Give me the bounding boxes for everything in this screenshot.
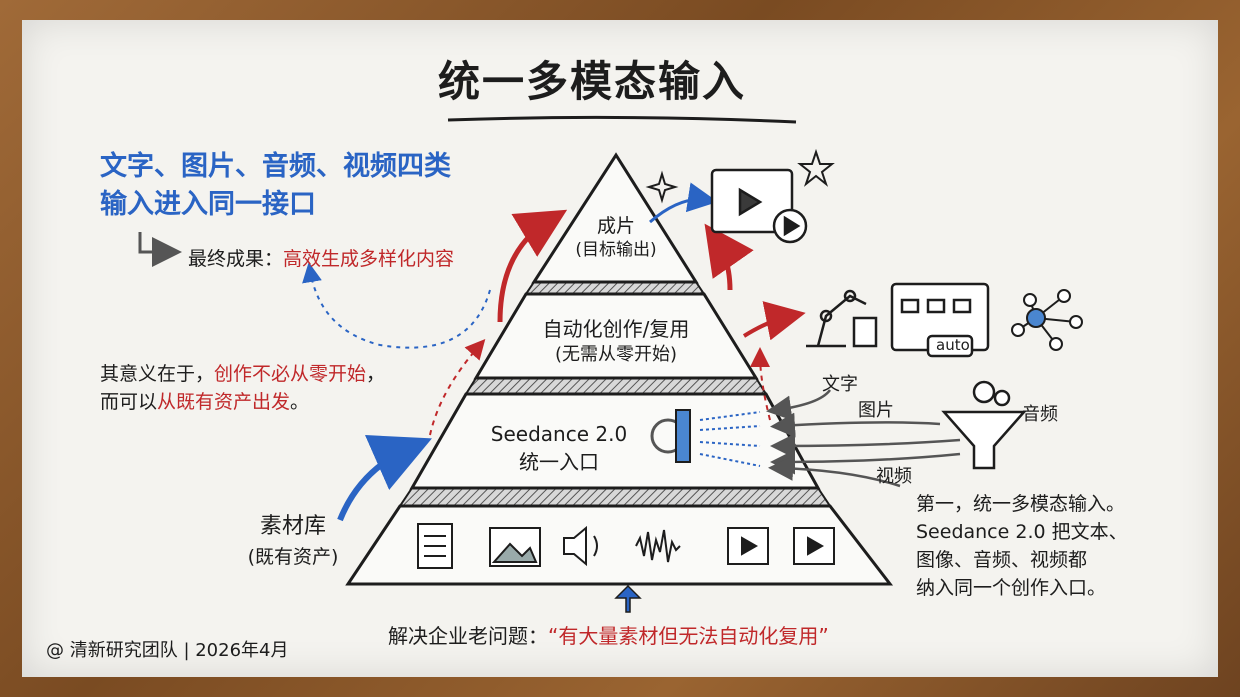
- input-label-video: 视频: [876, 466, 912, 487]
- intro-line-1: 文字、图片、音频、视频四类: [100, 151, 451, 182]
- note-line-4: 纳入同一个创作入口。: [916, 577, 1107, 599]
- tier-3-label: Seedance 2.0 统一入口: [484, 420, 634, 476]
- band-3: [398, 487, 832, 507]
- blue-dotted-arrow: [302, 262, 491, 349]
- meaning-line2-suffix: 。: [290, 391, 310, 413]
- note-line-1: 第一，统一多模态输入。: [916, 493, 1126, 515]
- video-player-icon: [710, 168, 808, 244]
- tier-4-label: 素材库 (既有资产): [228, 512, 358, 572]
- up-arrow-icon: [614, 584, 642, 613]
- meaning-line1-prefix: 其意义在于，: [100, 363, 215, 385]
- input-label-audio: 音频: [1022, 404, 1058, 425]
- red-arrow-right-top: [704, 223, 754, 291]
- intro-line-2: 输入进入同一接口: [100, 189, 316, 220]
- red-arrow-right-mid: [742, 301, 806, 341]
- band-2: [464, 377, 768, 395]
- image-icon: [489, 527, 541, 567]
- speaker-icon: [563, 525, 598, 567]
- note-text: 第一，统一多模态输入。 Seedance 2.0 把文本、 图像、音频、视频都 …: [916, 490, 1128, 602]
- sparkle-icon: [645, 170, 679, 204]
- problem-line: 解决企业老问题：“有大量素材但无法自动化复用”: [388, 620, 829, 649]
- red-arrow-top-left: [497, 209, 568, 323]
- input-label-image: 图片: [858, 400, 894, 421]
- tier-2-title: 自动化创作/复用: [542, 317, 690, 341]
- footer-credit: @ 清新研究团队 | 2026年4月: [46, 640, 289, 661]
- asset-icons: [417, 523, 835, 569]
- tier-4-title: 素材库: [259, 514, 326, 539]
- pyramid: [345, 152, 894, 586]
- blue-up-arrow: [337, 435, 432, 522]
- tier-1-label: 成片 (目标输出): [556, 214, 676, 262]
- robot-arm-icon: [806, 289, 878, 348]
- video-file-icon-1: [727, 527, 769, 565]
- result-value: 高效生成多样化内容: [283, 248, 455, 270]
- intro-heading: 文字、图片、音频、视频四类 输入进入同一接口: [100, 148, 451, 224]
- red-dashed-arrow-left: [429, 339, 486, 436]
- input-label-text: 文字: [822, 374, 858, 395]
- problem-quote: “有大量素材但无法自动化复用”: [548, 624, 829, 648]
- tier-4-sub: (既有资产): [247, 546, 339, 568]
- document-icon: [417, 523, 453, 569]
- input-streams: [766, 389, 961, 488]
- meaning-line1-red: 创作不必从零开始: [214, 363, 367, 385]
- tier-2-shape: [473, 292, 759, 380]
- title-underline: [447, 115, 797, 124]
- note-line-2: Seedance 2.0 把文本、: [916, 521, 1128, 543]
- tier-1-sub: (目标输出): [575, 240, 657, 260]
- star-icon: [797, 148, 835, 187]
- result-label: 最终成果：: [188, 248, 284, 270]
- waveform-icon: [635, 529, 681, 563]
- tier-3-sub: 统一入口: [519, 450, 599, 474]
- result-hook-arrow: [138, 232, 182, 267]
- result-line: 最终成果：高效生成多样化内容: [188, 244, 454, 271]
- tier-2-sub: (无需从零开始): [554, 344, 678, 365]
- page-title: 统一多模态输入: [438, 57, 747, 106]
- meaning-line2-red: 从既有资产出发: [157, 391, 291, 413]
- connector-gear-icon: [650, 409, 761, 467]
- meaning-text: 其意义在于，创作不必从零开始， 而可以从既有资产出发。: [100, 360, 385, 416]
- funnel-icon: [941, 380, 1027, 470]
- meaning-line1-suffix: ，: [366, 363, 386, 385]
- problem-prefix: 解决企业老问题：: [388, 624, 548, 648]
- red-dashed-arrow-right: [750, 347, 771, 421]
- workflow-window-icon: [890, 282, 990, 358]
- network-icon: [1011, 289, 1083, 351]
- tier-2-label: 自动化创作/复用 (无需从零开始): [520, 316, 712, 368]
- tier-1-title: 成片: [596, 215, 635, 237]
- note-line-3: 图像、音频、视频都: [916, 549, 1088, 571]
- auto-badge: auto: [936, 336, 970, 354]
- band-1: [524, 281, 706, 295]
- tier-3-title: Seedance 2.0: [490, 422, 628, 446]
- meaning-line2-prefix: 而可以: [100, 391, 158, 413]
- blue-arrow-to-video: [649, 182, 718, 224]
- video-file-icon-2: [793, 527, 835, 565]
